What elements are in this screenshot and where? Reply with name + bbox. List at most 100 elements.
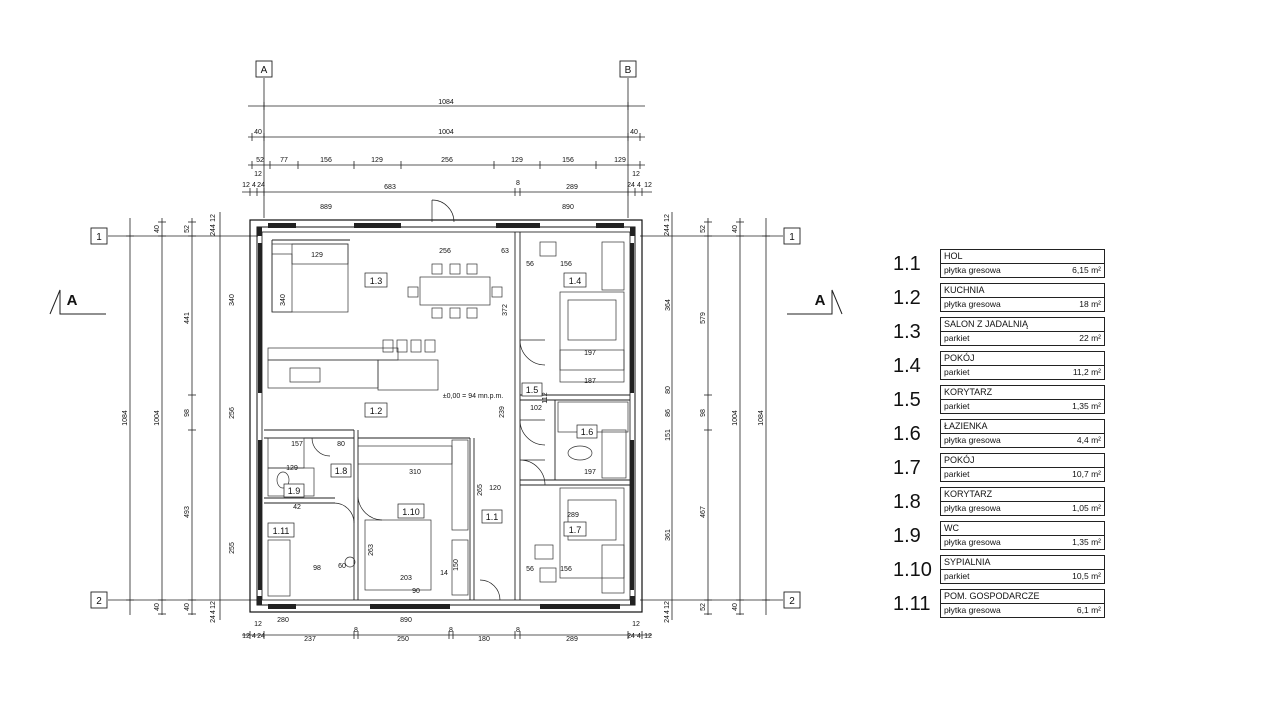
dim-bottom: 8: [354, 627, 358, 634]
dim-interior: 256: [439, 248, 451, 255]
room-label-1-4: 1.4: [569, 276, 582, 286]
dim-top-total: 1084: [438, 99, 454, 106]
grid-label-2-right: 2: [789, 596, 795, 607]
dim-interior: 42: [293, 504, 301, 511]
dim-top-r4: 8: [516, 180, 520, 187]
dim-right: 4: [664, 224, 671, 228]
dim-interior: 90: [412, 588, 420, 595]
dim-left: 24: [210, 615, 217, 623]
room-label-1-1: 1.1: [486, 512, 499, 522]
dim-left: 4: [210, 224, 217, 228]
room-label-1-7: 1.7: [569, 525, 582, 535]
room-label-1-9: 1.9: [288, 486, 301, 496]
dim-interior: 129: [286, 465, 298, 472]
dim-top-r2: 1004: [438, 129, 454, 136]
dim-left: 40: [184, 603, 191, 611]
dim-top-r2: 40: [254, 129, 262, 136]
grid-label-b-box: [619, 60, 637, 78]
dim-bottom: 180: [478, 636, 490, 643]
dim-interior: 255: [229, 542, 236, 554]
room-number: 1.9: [893, 525, 921, 547]
dim-top-r4: 289: [566, 184, 578, 191]
dim-left: 1084: [122, 410, 129, 426]
dim-interior: 310: [409, 469, 421, 476]
dim-bottom: 12: [242, 633, 250, 640]
dim-interior: 102: [530, 405, 542, 412]
room-name: KUCHNIA: [944, 285, 985, 295]
room-name: POKÓJ: [944, 353, 975, 363]
room-material: parkiet: [944, 333, 970, 343]
dim-bottom: 12: [254, 621, 262, 628]
room-number: 1.7: [893, 457, 921, 479]
dim-left: 98: [184, 409, 191, 417]
dim-left: 1004: [154, 410, 161, 426]
dim-interior: 156: [560, 261, 572, 268]
section-label-right: A: [815, 292, 826, 309]
dim-interior: 56: [526, 261, 534, 268]
dim-right: 98: [700, 409, 707, 417]
dim-interior: 203: [400, 575, 412, 582]
dim-interior: 280: [277, 617, 289, 624]
room-area: 1,35 m²: [1072, 537, 1101, 547]
room-number: 1.1: [893, 253, 921, 275]
grid-label-1-left: 1: [96, 232, 102, 243]
dim-interior: 112: [542, 392, 549, 403]
room-material: płytka gresowa: [944, 537, 1001, 547]
room-area: 1,35 m²: [1072, 401, 1101, 411]
room-number: 1.4: [893, 355, 921, 377]
room-name: SYPIALNIA: [944, 557, 991, 567]
grid-label-2-right-box: [783, 591, 801, 609]
dim-interior: 56: [526, 566, 534, 573]
dim-top-r3: 156: [320, 157, 332, 164]
room-material: płytka gresowa: [944, 605, 1001, 615]
dim-interior: 364: [665, 299, 672, 311]
room-name: KORYTARZ: [944, 489, 993, 499]
room-material: parkiet: [944, 571, 970, 581]
room-area: 6,1 m²: [1076, 605, 1101, 615]
dim-top-r4: 24: [627, 182, 635, 189]
dim-left: 40: [154, 603, 161, 611]
room-number: 1.2: [893, 287, 921, 309]
exterior-walls: [249, 219, 643, 613]
dim-left: 4: [210, 610, 217, 614]
room-name: WC: [944, 523, 959, 533]
grid-label-a-box: [255, 60, 273, 78]
dim-top-r4: 24: [257, 182, 265, 189]
grid-label-2-left-box: [90, 591, 108, 609]
dim-left: 12: [210, 214, 217, 222]
dim-left: 12: [210, 601, 217, 609]
grid-label-2-left: 2: [96, 596, 102, 607]
dim-interior: 263: [368, 544, 375, 556]
dim-right: 52: [700, 225, 707, 233]
dim-interior: 14: [440, 570, 448, 577]
dim-interior: 120: [489, 485, 501, 492]
section-label-left: A: [67, 292, 78, 309]
dim-interior: 265: [477, 484, 484, 496]
room-name: SALON Z JADALNIĄ: [944, 319, 1029, 329]
doors: [311, 199, 546, 601]
grid-label-1-right: 1: [789, 232, 795, 243]
dim-interior: 289: [567, 512, 579, 519]
dim-right: 4: [664, 610, 671, 614]
dim-top-r4: 4: [637, 182, 641, 189]
room-material: parkiet: [944, 401, 970, 411]
room-material: płytka gresowa: [944, 265, 1001, 275]
grid-label-1-right-box: [783, 227, 801, 245]
room-number: 1.10: [893, 559, 932, 581]
dim-left: 52: [184, 225, 191, 233]
level-mark: ±0,00 = 94 mn.p.m.: [443, 393, 504, 400]
room-material: płytka gresowa: [944, 435, 1001, 445]
room-material: płytka gresowa: [944, 503, 1001, 513]
